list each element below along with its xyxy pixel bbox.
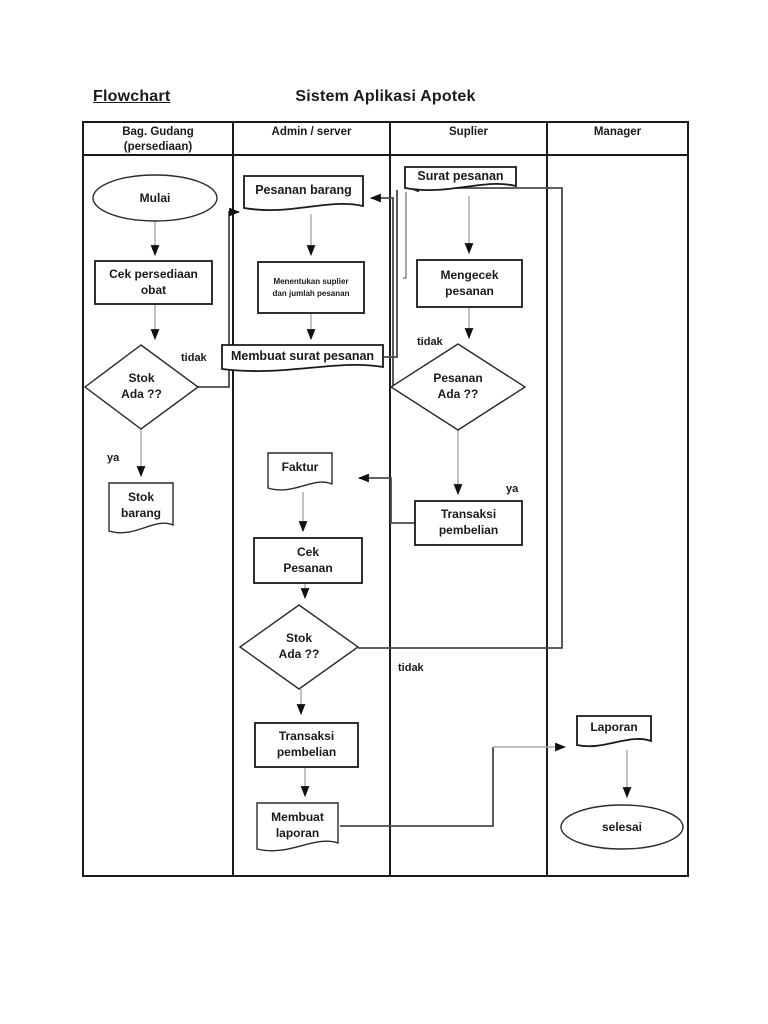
branch-label-pesanan-tidak: tidak xyxy=(417,336,443,348)
label-membuat-laporan: Membuat laporan xyxy=(271,809,324,840)
label-cek-pesanan: Cek Pesanan xyxy=(283,544,333,575)
document-laporan xyxy=(576,715,652,748)
label-selesai: selesai xyxy=(601,819,643,834)
label-stok-barang: Stok barang xyxy=(120,490,161,520)
branch-label-stok1-tidak: tidak xyxy=(181,352,207,364)
process-mengecek-pesanan xyxy=(416,259,523,308)
terminator-selesai xyxy=(560,804,684,850)
page-title: Flowchart xyxy=(93,88,171,105)
label-pesanan-ada: Pesanan Ada ?? xyxy=(433,371,483,401)
page-subtitle: Sistem Aplikasi Apotek xyxy=(295,88,476,105)
lane-header-gudang: Bag. Gudang (persediaan) xyxy=(122,126,194,153)
decision-stok-ada-1 xyxy=(83,344,200,430)
swimlane-frame xyxy=(82,121,689,877)
label-stok-ada-2: Stok Ada ?? xyxy=(278,631,320,661)
document-membuat-surat-pesanan xyxy=(221,344,384,372)
document-surat-pesanan xyxy=(404,166,517,191)
connector-pesananada-tidak-pesananbarang xyxy=(369,193,394,386)
label-surat-pesanan: Surat pesanan xyxy=(417,169,504,184)
branch-label-stok2-tidak: tidak xyxy=(398,662,424,674)
connector-stokada2-tidak-suratpesanan xyxy=(358,183,563,649)
process-cek-persediaan xyxy=(94,260,213,305)
document-faktur xyxy=(267,452,333,491)
label-cek-persediaan: Cek persediaan obat xyxy=(109,266,198,297)
label-laporan: Laporan xyxy=(590,720,638,735)
branch-label-pesanan-ya: ya xyxy=(506,483,519,495)
lane-header-admin: Admin / server xyxy=(271,126,352,138)
label-transaksi-pembelian-admin: Transaksi pembelian xyxy=(276,729,337,759)
document-stok-barang xyxy=(108,482,174,534)
document-pesanan-barang xyxy=(243,175,364,211)
label-mulai: Mulai xyxy=(139,190,171,205)
connector-membuatlaporan-laporan-1 xyxy=(340,747,494,827)
connector-transaksi-faktur xyxy=(357,473,415,524)
process-transaksi-pembelian-admin xyxy=(254,722,359,768)
label-menentukan-suplier: Menentukan suplier dan jumlah pesanan xyxy=(272,276,350,298)
process-cek-pesanan xyxy=(253,537,363,584)
lane-header-manager: Manager xyxy=(593,126,642,138)
label-mengecek-pesanan: Mengecek pesanan xyxy=(440,267,499,298)
document-membuat-laporan xyxy=(256,802,339,852)
connector-stokada1-tidak-pesananbarang xyxy=(198,207,241,388)
label-pesanan-barang: Pesanan barang xyxy=(255,183,352,198)
lane-header-suplier: Suplier xyxy=(449,126,488,138)
label-transaksi-pembelian-suplier: Transaksi pembelian xyxy=(438,507,499,537)
label-stok-ada-1: Stok Ada ?? xyxy=(121,371,162,401)
decision-stok-ada-2 xyxy=(238,604,360,690)
process-transaksi-pembelian-suplier xyxy=(414,500,523,546)
branch-label-stok1-ya: ya xyxy=(107,452,120,464)
label-membuat-surat-pesanan: Membuat surat pesanan xyxy=(230,348,375,363)
connector-membuatsurat-suratpesanan xyxy=(383,190,398,358)
process-menentukan-suplier xyxy=(257,261,365,314)
connector-suratpesanan-stub xyxy=(403,192,407,279)
decision-pesanan-ada xyxy=(389,343,527,431)
terminator-mulai xyxy=(92,174,218,222)
label-faktur: Faktur xyxy=(281,460,319,475)
